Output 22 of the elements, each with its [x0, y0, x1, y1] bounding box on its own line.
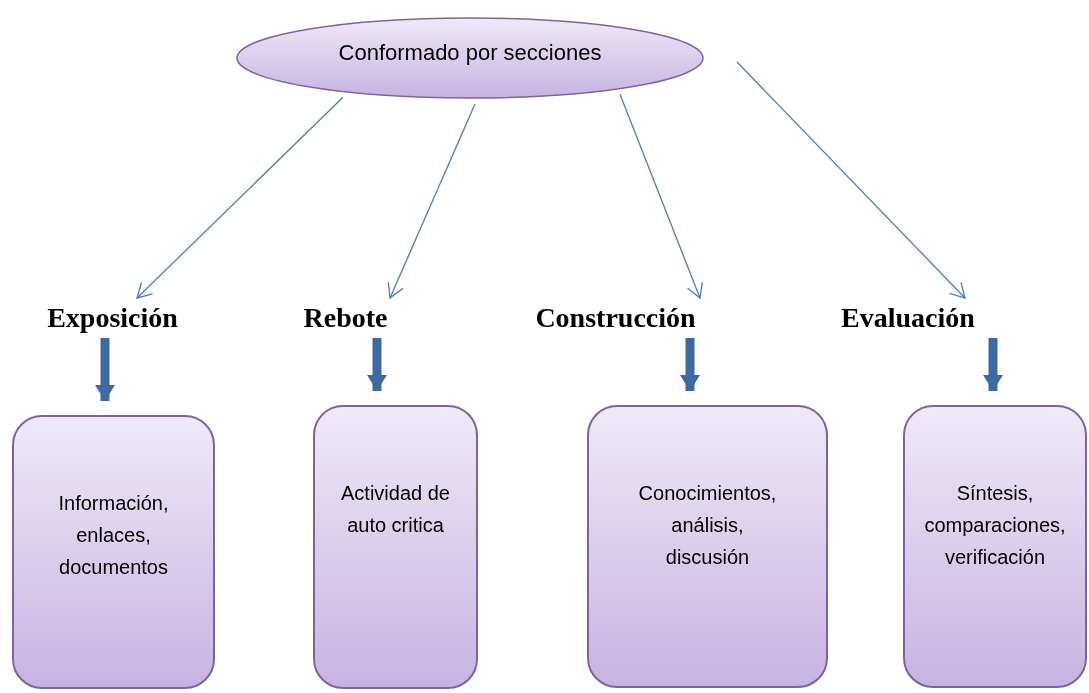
ellipse-node — [235, 16, 705, 100]
box-text: Información, enlaces, documentos — [57, 491, 170, 580]
arrow — [736, 61, 966, 299]
block-arrow — [367, 338, 387, 391]
section-heading: Evaluación — [841, 301, 975, 335]
rounded-box — [903, 405, 1087, 688]
section-heading: Construcción — [535, 301, 696, 335]
box-text: Síntesis, comparaciones, verificación — [923, 481, 1067, 570]
rounded-box — [587, 405, 828, 688]
box-text: Actividad de auto critica — [340, 481, 451, 538]
section-heading: Rebote — [303, 301, 388, 335]
rounded-box — [12, 415, 215, 689]
box-text: Conocimientos, análisis, discusión — [637, 481, 778, 570]
rounded-box — [313, 405, 478, 689]
arrow — [387, 103, 476, 299]
arrow — [619, 93, 703, 299]
node-label: Conformado por secciones — [338, 38, 602, 67]
section-heading: Exposición — [47, 301, 178, 335]
arrow — [136, 96, 344, 299]
block-arrow — [983, 338, 1003, 391]
block-arrow — [680, 338, 700, 391]
block-arrow — [95, 338, 115, 401]
